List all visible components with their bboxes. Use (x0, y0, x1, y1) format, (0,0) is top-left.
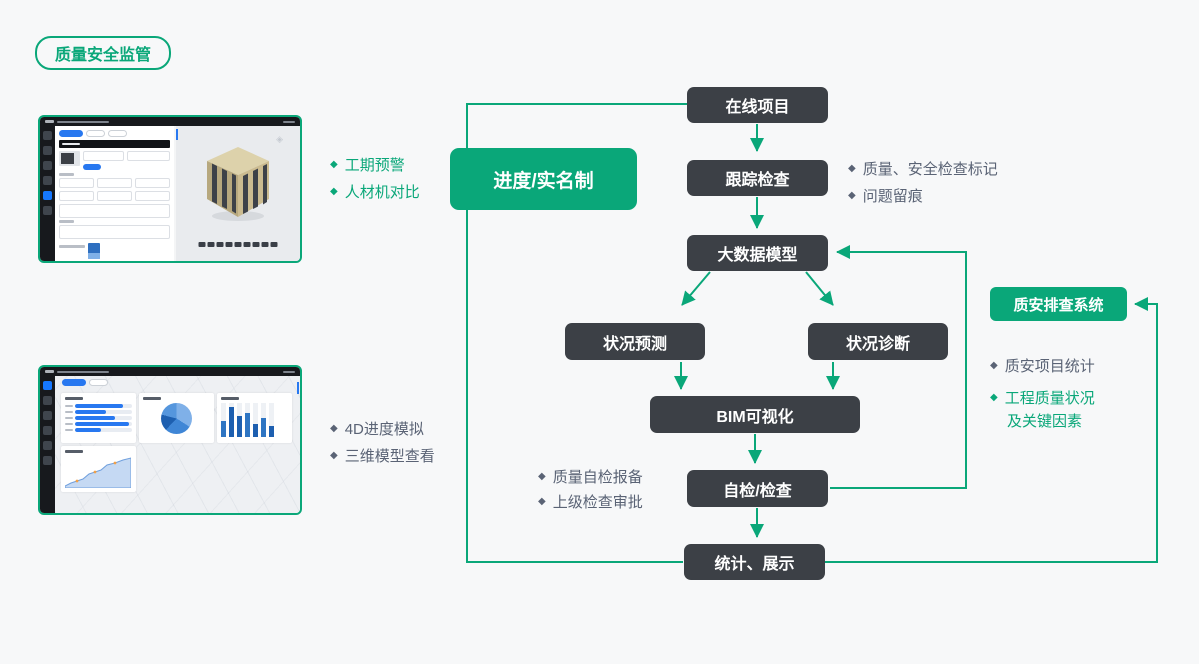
mini-form-row (59, 151, 170, 170)
connector-bigdata-to-diagnosis (805, 271, 834, 306)
flow-node-bim-visualization: BIM可视化 (650, 396, 860, 433)
sidebar-icon (43, 426, 52, 435)
mini-form-panel (55, 126, 174, 261)
mini-form-row (59, 178, 170, 188)
annotation-self-inspection: ◆质量自检报备 ◆上级检查审批 (538, 469, 643, 511)
diamond-bullet-icon: ◆ (330, 423, 338, 434)
mini-vbar-chart-card (217, 393, 292, 443)
mini-submit-button (59, 262, 81, 263)
flow-node-self-inspection: 自检/检查 (687, 470, 828, 507)
mini-sidebar (40, 376, 55, 513)
sidebar-icon (43, 396, 52, 405)
annotation-schedule-thumb: ◆工期预警 ◆人材机对比 (330, 157, 420, 201)
mini-app-topbar (40, 367, 300, 376)
sidebar-icon (43, 206, 52, 215)
screenshot-thumbnail-dashboard-app (38, 365, 302, 515)
mini-tab-active (59, 130, 83, 137)
mini-scrollbar (297, 382, 299, 394)
annotation-qa-system-quality: ◆工程质量状况 及关键因素 (990, 390, 1095, 430)
annotation-tracking-check: ◆质量、安全检查标记 ◆问题留痕 (848, 161, 998, 205)
mini-viewport-toolbar (198, 242, 278, 247)
mini-area-chart-card (61, 446, 136, 492)
screenshot-thumbnail-schedule-app: ◈ (38, 115, 302, 263)
sidebar-icon (43, 146, 52, 155)
mini-photo (88, 243, 100, 259)
flow-node-stats-display: 统计、展示 (684, 544, 825, 580)
mini-3d-viewport: ◈ (174, 126, 300, 261)
mini-tab-pills (59, 130, 170, 137)
flow-node-status-diagnosis: 状况诊断 (808, 323, 948, 360)
connector-stats-to-qasystem-loop (816, 297, 1158, 563)
mini-vbar-chart (221, 403, 288, 437)
sidebar-icon (43, 441, 52, 450)
annotation-qa-system-stats: ◆质安项目统计 (990, 358, 1095, 375)
annotation-dashboard-thumb: ◆4D进度模拟 ◆三维模型查看 (330, 421, 435, 465)
mini-dashboard-content (55, 376, 300, 513)
diamond-bullet-icon: ◆ (330, 450, 338, 461)
sidebar-icon (43, 176, 52, 185)
mini-photo-row (59, 243, 170, 259)
diamond-bullet-icon: ◆ (330, 186, 338, 197)
mini-pie-chart (161, 403, 192, 434)
diamond-bullet-icon: ◆ (990, 392, 998, 403)
sidebar-icon (43, 411, 52, 420)
sidebar-icon (43, 456, 52, 465)
mini-3d-building (207, 147, 269, 222)
mini-logo (45, 370, 54, 373)
mini-app-topbar (40, 117, 300, 126)
diamond-bullet-icon: ◆ (848, 190, 856, 201)
connector-left-loop (466, 103, 687, 563)
mini-scrollbar (176, 129, 178, 140)
diamond-bullet-icon: ◆ (330, 159, 338, 170)
mini-tab-active (62, 379, 86, 386)
mini-area-chart (64, 457, 132, 489)
flow-node-progress-realname: 进度/实名制 (450, 148, 637, 210)
diamond-bullet-icon: ◆ (538, 471, 546, 482)
flow-node-status-forecast: 状况预测 (565, 323, 705, 360)
mini-form-row (59, 191, 170, 201)
mini-section-header (59, 140, 170, 148)
flow-node-big-data-model: 大数据模型 (687, 235, 828, 271)
mini-pie-chart-card (139, 393, 214, 443)
page-title-badge: 质量安全监管 (35, 36, 172, 70)
sidebar-icon-active (43, 191, 52, 200)
mini-logo (45, 120, 54, 123)
flow-node-online-project: 在线项目 (687, 87, 828, 123)
mini-model-thumb (59, 151, 80, 166)
diamond-bullet-icon: ◆ (538, 496, 546, 507)
diamond-bullet-icon: ◆ (990, 360, 998, 371)
view-gizmo-icon: ◈ (276, 134, 283, 144)
connector-selfcheck-to-bigdata-loop (830, 245, 967, 489)
mini-tab-pills (62, 379, 108, 386)
sidebar-icon (43, 131, 52, 140)
mini-hbar-chart-card (61, 393, 136, 443)
flow-node-qa-screening-system: 质安排查系统 (990, 287, 1127, 321)
sidebar-icon-active (43, 381, 52, 390)
connector-bigdata-to-forecast (681, 271, 711, 306)
sidebar-icon (43, 161, 52, 170)
mini-sidebar (40, 126, 55, 261)
diamond-bullet-icon: ◆ (848, 163, 856, 174)
flow-node-tracking-check: 跟踪检查 (687, 160, 828, 196)
